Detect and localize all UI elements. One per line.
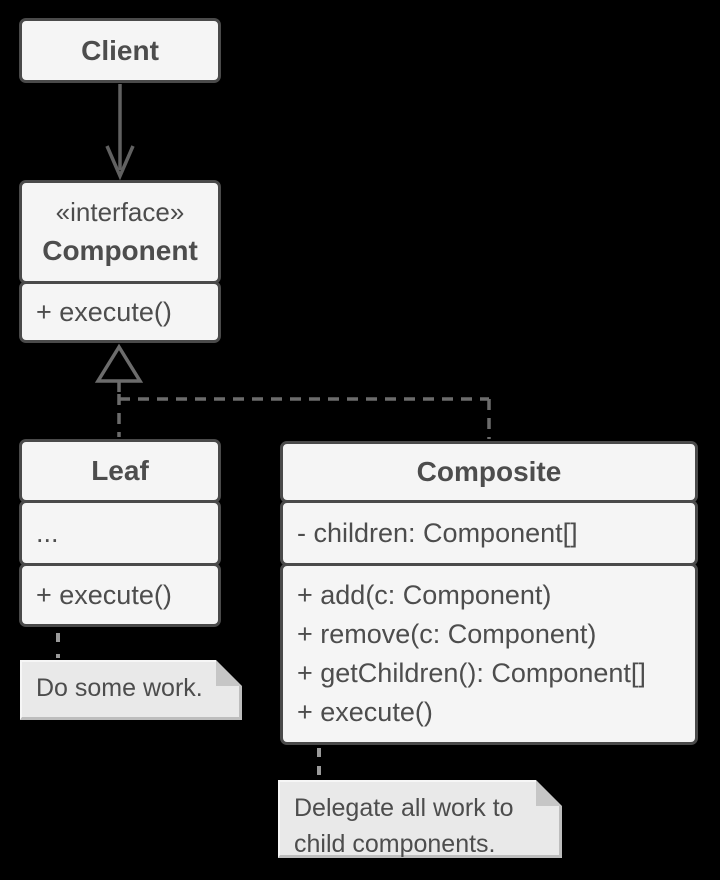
composite-attributes-compartment: - children: Component[]: [280, 500, 698, 566]
composite-method: + remove(c: Component): [297, 619, 597, 649]
realization-triangle: [94, 343, 144, 392]
composite-method: + execute(): [297, 697, 433, 727]
client-class-title: Client: [19, 18, 221, 83]
dependency-arrow: [105, 84, 135, 181]
component-method: + execute(): [36, 296, 172, 327]
composite-class-title: Composite: [280, 441, 698, 503]
note-fold-cut: [536, 780, 562, 806]
leaf-class: Leaf ... + execute(): [19, 439, 221, 627]
note-composite: Delegate all work to child components.: [278, 780, 562, 858]
client-class: Client: [19, 18, 221, 83]
component-interface-title: Component: [42, 235, 198, 266]
realization-dashed-lines: [117, 394, 491, 439]
component-methods-compartment: + execute(): [19, 281, 221, 343]
composite-attribute: - children: Component[]: [297, 517, 578, 548]
component-interface: «interface» Component + execute(): [19, 180, 221, 343]
note-composite-text: Delegate all work to child components.: [294, 794, 514, 858]
composite-method: + getChildren(): Component[]: [297, 658, 646, 688]
note-leaf: Do some work.: [20, 660, 242, 720]
composite-methods-compartment: + add(c: Component) + remove(c: Componen…: [280, 563, 698, 745]
leaf-attributes-compartment: ...: [19, 500, 221, 566]
leaf-attribute: ...: [36, 517, 59, 548]
leaf-methods-compartment: + execute(): [19, 563, 221, 627]
note-fold-cut: [216, 660, 242, 686]
note-leaf-text: Do some work.: [36, 674, 203, 702]
component-stereotype: «interface»: [55, 197, 185, 227]
composite-method: + add(c: Component): [297, 580, 552, 610]
composite-class: Composite - children: Component[] + add(…: [280, 441, 698, 745]
component-interface-header: «interface» Component: [19, 180, 221, 284]
leaf-method: + execute(): [36, 579, 172, 610]
leaf-class-title: Leaf: [19, 439, 221, 503]
